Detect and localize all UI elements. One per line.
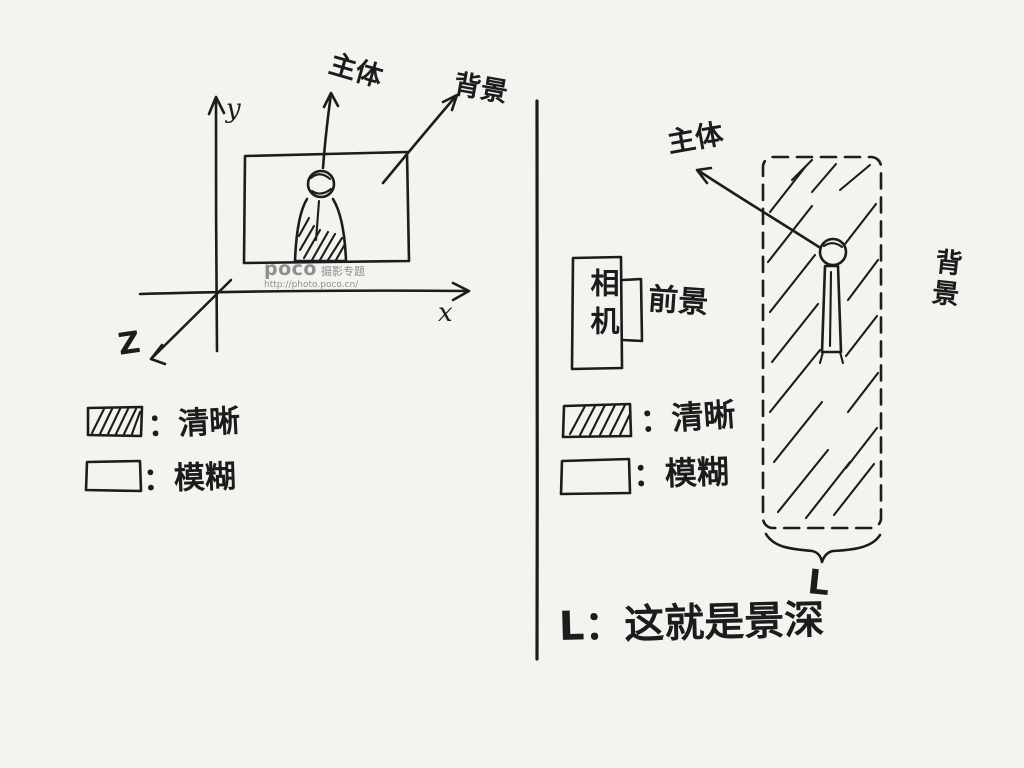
watermark-topic: 摄影专题 [320, 265, 365, 278]
background-arrow-left [381, 93, 459, 185]
legend-blur-swatch-right [559, 457, 632, 496]
legend-sharp-swatch-right [561, 402, 633, 439]
person-figure-right [818, 237, 848, 365]
dof-dashed-region [761, 155, 883, 530]
foreground-label: 前景 [647, 281, 710, 322]
depth-brace [764, 532, 882, 564]
legend-blur-label-right: ：模糊 [632, 452, 730, 494]
watermark-url: http://photo.poco.cn/ [264, 279, 359, 290]
legend-blur-label-left: ：模糊 [142, 458, 237, 498]
camera-box [570, 255, 644, 371]
person-figure-left [293, 169, 348, 263]
panel-divider [535, 99, 539, 661]
subject-arrow-left [321, 91, 340, 170]
dof-caption: L：这就是景深 [558, 597, 825, 650]
legend-blur-swatch-left [84, 459, 143, 493]
x-axis-label: x [438, 298, 453, 328]
legend-sharp-swatch-left [86, 405, 144, 438]
watermark-brand: poco [264, 258, 317, 280]
z-axis-label: Z [116, 324, 143, 363]
background-label-right: 背景 [925, 246, 963, 312]
y-axis-label: y [226, 94, 241, 124]
legend-sharp-label-right: ：清晰 [638, 395, 737, 440]
z-axis [149, 278, 233, 366]
camera-label: 相机 [586, 268, 620, 344]
x-axis [138, 281, 471, 302]
subject-arrow-right [695, 166, 821, 249]
picture-frame [242, 150, 411, 265]
y-axis [207, 95, 226, 353]
legend-sharp-label-left: ：清晰 [146, 403, 242, 444]
dof-hatching [766, 158, 880, 520]
